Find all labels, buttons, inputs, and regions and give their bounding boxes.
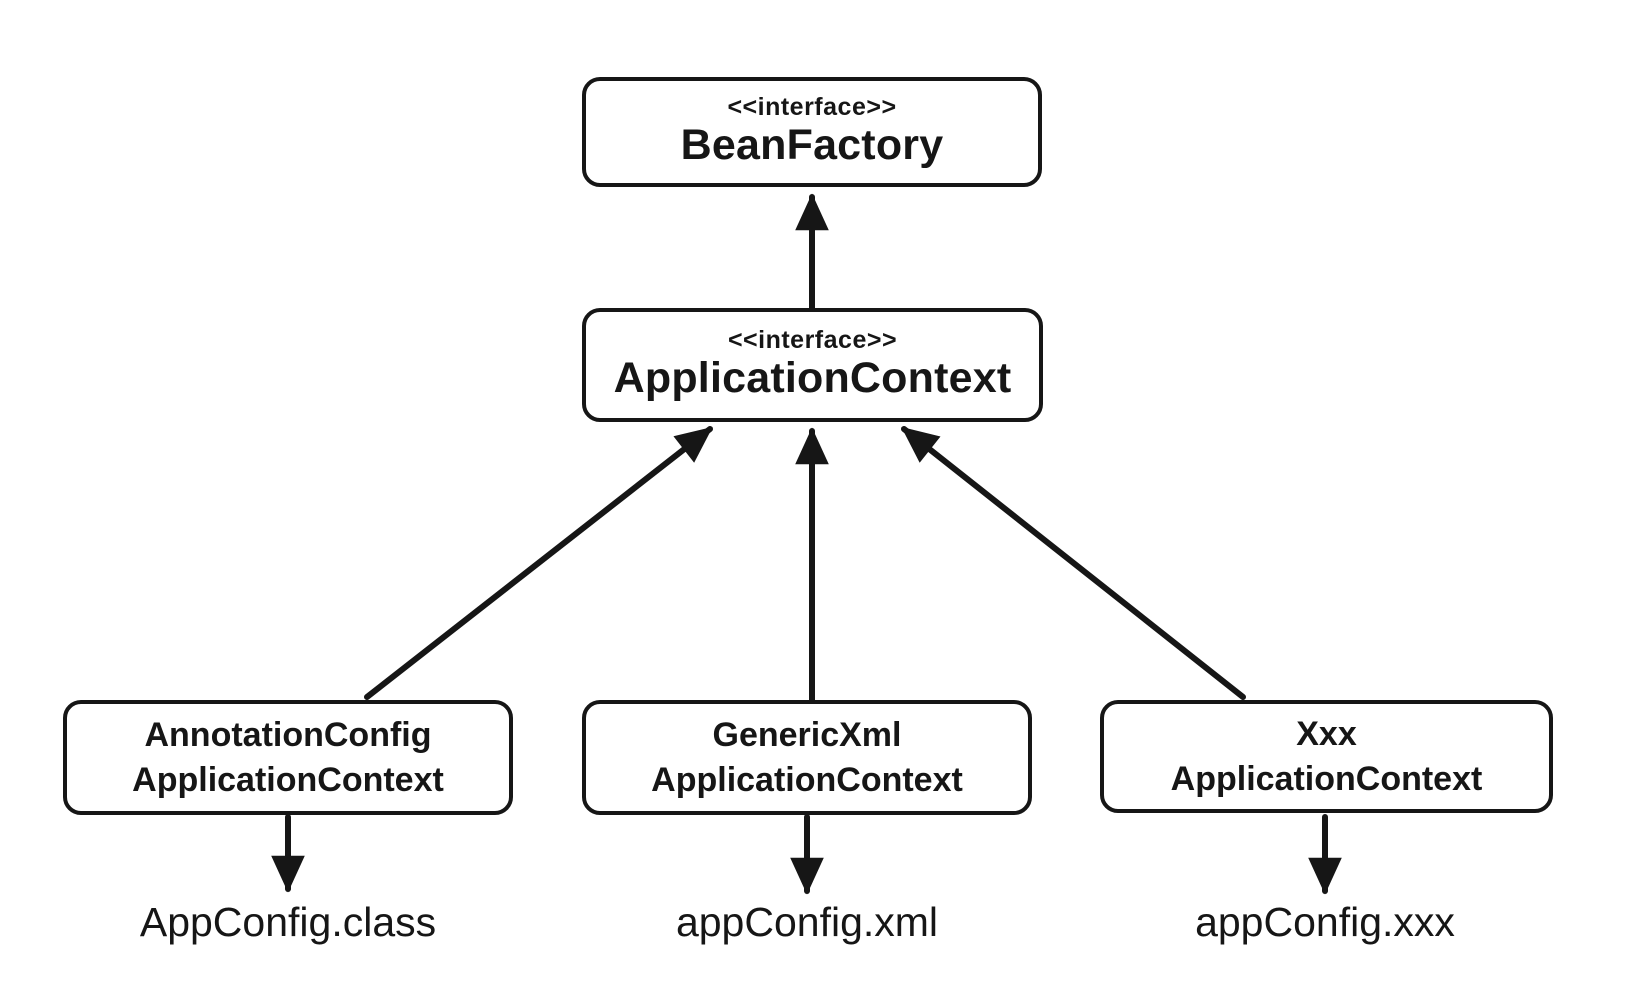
- node-bean-factory: <<interface>> BeanFactory: [582, 77, 1042, 187]
- node-application-context: <<interface>> ApplicationContext: [582, 308, 1043, 422]
- generic-xml-name-line2: ApplicationContext: [651, 760, 963, 799]
- annotation-config-name-line1: AnnotationConfig: [144, 716, 432, 755]
- application-context-name: ApplicationContext: [613, 354, 1012, 403]
- xxx-name-line2: ApplicationContext: [1170, 759, 1483, 798]
- xxx-name-line1: Xxx: [1296, 715, 1357, 754]
- arrow-xxx-to-applicationcontext: [901, 426, 1246, 700]
- node-xxx-application-context: Xxx ApplicationContext: [1100, 700, 1553, 813]
- bean-factory-name: BeanFactory: [680, 121, 944, 170]
- application-context-stereotype: <<interface>>: [727, 325, 898, 354]
- bean-factory-stereotype: <<interface>>: [727, 92, 897, 121]
- arrow-annotationconfig-to-applicationcontext: [364, 426, 713, 700]
- generic-xml-name-line1: GenericXml: [712, 716, 902, 755]
- node-annotation-config-application-context: AnnotationConfig ApplicationContext: [63, 700, 513, 815]
- artifact-appconfig-xml-label: appConfig.xml: [675, 899, 939, 945]
- artifact-appconfig-class-label: AppConfig.class: [139, 899, 437, 945]
- annotation-config-name-line2: ApplicationContext: [132, 760, 444, 799]
- node-generic-xml-application-context: GenericXml ApplicationContext: [582, 700, 1032, 815]
- artifact-appconfig-xxx-label: appConfig.xxx: [1195, 899, 1455, 945]
